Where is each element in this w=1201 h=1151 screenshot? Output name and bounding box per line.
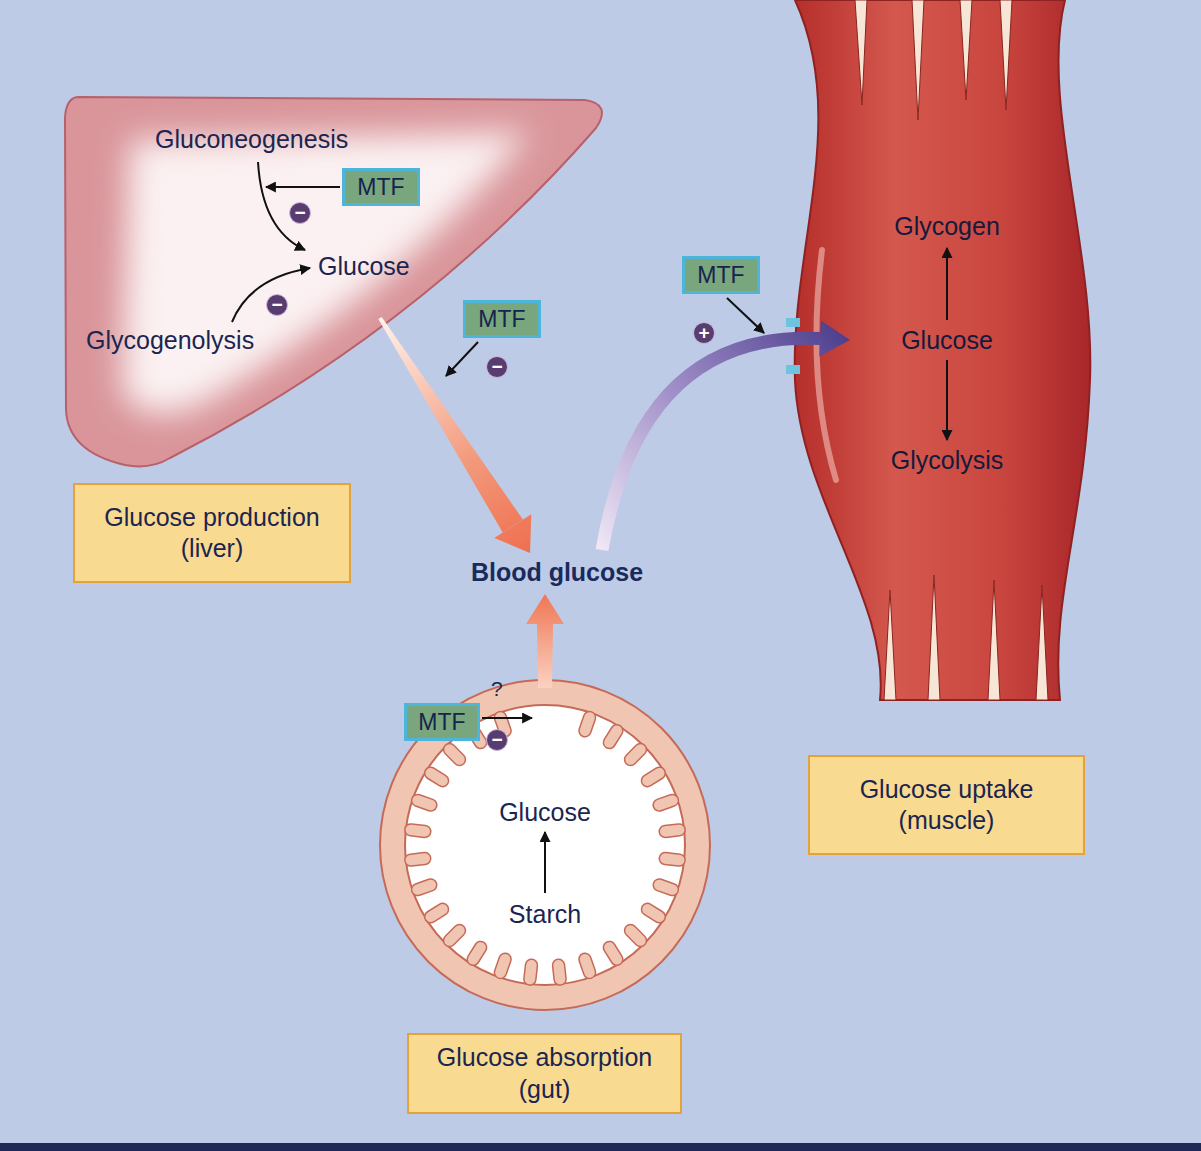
- organ-text: Gluconeogenesis: [155, 125, 348, 154]
- drug-name: MTF: [357, 174, 404, 201]
- villus: [441, 922, 468, 949]
- villus: [441, 741, 468, 768]
- arrow-part: [378, 317, 523, 533]
- villus: [422, 765, 450, 789]
- action-arrow: [727, 298, 764, 333]
- caption-text: Glucose absorption (gut): [421, 1042, 668, 1105]
- pathway-arrow: [946, 248, 948, 320]
- villus: [465, 939, 489, 967]
- transporter: [786, 365, 800, 374]
- muscle-organ: GlycogenGlucoseGlycolysis: [765, 0, 1100, 720]
- query-mark: ?: [491, 677, 503, 701]
- arrow-part: [819, 321, 850, 357]
- villus: [523, 959, 538, 986]
- gut-wall: [380, 680, 710, 1010]
- flow-arrow: [526, 594, 564, 688]
- effect-sign: −: [486, 356, 508, 378]
- tendon-streak: [884, 590, 896, 700]
- pathway-arrow: [946, 360, 948, 440]
- tendon-streak: [912, 0, 924, 120]
- villus: [552, 959, 567, 986]
- pathway-arrow: [544, 832, 546, 893]
- liver-glow: [122, 132, 530, 414]
- drug-name: MTF: [478, 306, 525, 333]
- arrow-part: [526, 594, 564, 624]
- gut-organ: GlucoseStarch: [380, 680, 710, 1010]
- villus: [652, 793, 681, 813]
- drug-box: MTF: [463, 300, 541, 338]
- caption-text: Glucose uptake (muscle): [822, 774, 1071, 837]
- drug-box: MTF: [342, 168, 420, 206]
- gut-lumen: [405, 705, 685, 985]
- pool-name: Blood glucose: [471, 558, 643, 587]
- action-arrow: [482, 717, 532, 719]
- caption-text: Glucose production (liver): [87, 502, 337, 565]
- organ-text: Glucose: [901, 326, 993, 355]
- tendon-streak: [855, 0, 867, 105]
- effect-sign: −: [289, 202, 311, 224]
- villus: [410, 793, 439, 813]
- flow-arrow: [378, 317, 531, 553]
- villi: [404, 710, 686, 986]
- villus: [659, 823, 686, 838]
- villus: [639, 765, 667, 789]
- muscle-organ: [786, 0, 1090, 700]
- organ-text: Starch: [509, 900, 581, 929]
- pool-label: Blood glucose: [467, 556, 647, 589]
- flow-arrow: [602, 321, 850, 550]
- tendon-streak: [1000, 0, 1012, 110]
- organ-text: Glucose: [499, 798, 591, 827]
- arrow-part: [537, 624, 553, 688]
- caption-box: Glucose absorption (gut): [407, 1033, 682, 1114]
- caption-box: Glucose production (liver): [73, 483, 351, 583]
- villus: [577, 952, 597, 981]
- liver-organ: GluconeogenesisGlucoseGlycogenolysis MTF: [60, 95, 605, 470]
- action-arrow: [266, 186, 340, 188]
- caption-box: Glucose uptake (muscle): [808, 755, 1085, 855]
- bottom-rule: [0, 1143, 1201, 1151]
- arrow-part: [602, 338, 820, 550]
- action-arrow: [446, 342, 478, 376]
- tendon-streak: [928, 575, 940, 700]
- villus: [493, 952, 513, 981]
- effect-sign: +: [693, 322, 715, 344]
- organ-text: Glycogenolysis: [86, 326, 254, 355]
- villus: [622, 922, 649, 949]
- villus: [577, 710, 597, 739]
- pathway-arrow: [232, 268, 310, 322]
- liver-organ: [65, 97, 602, 466]
- drug-box: MTF: [404, 703, 480, 741]
- muscle-outline: [795, 0, 1091, 700]
- organ-text: Glucose: [318, 252, 410, 281]
- organ-text: Glycolysis: [891, 446, 1004, 475]
- transporter: [786, 318, 800, 327]
- villus: [601, 722, 625, 750]
- villus: [652, 877, 681, 897]
- drug-box: MTF: [682, 256, 760, 294]
- drug-name: MTF: [418, 709, 465, 736]
- villus: [622, 741, 649, 768]
- drug-name: MTF: [697, 262, 744, 289]
- muscle-highlight: [816, 250, 836, 480]
- villus: [404, 823, 431, 838]
- tendon-streak: [960, 0, 972, 100]
- tendon-streak: [988, 580, 1000, 700]
- villus: [422, 901, 450, 925]
- villus: [659, 852, 686, 867]
- gut-section: [380, 680, 710, 1010]
- effect-sign: −: [486, 729, 508, 751]
- villus: [601, 939, 625, 967]
- villus: [639, 901, 667, 925]
- effect-sign: −: [266, 294, 288, 316]
- villus: [404, 852, 431, 867]
- organ-text: Glycogen: [894, 212, 1000, 241]
- liver-outline: [65, 97, 602, 466]
- villus: [410, 877, 439, 897]
- tendon-streak: [1036, 585, 1048, 700]
- arrow-part: [494, 514, 531, 553]
